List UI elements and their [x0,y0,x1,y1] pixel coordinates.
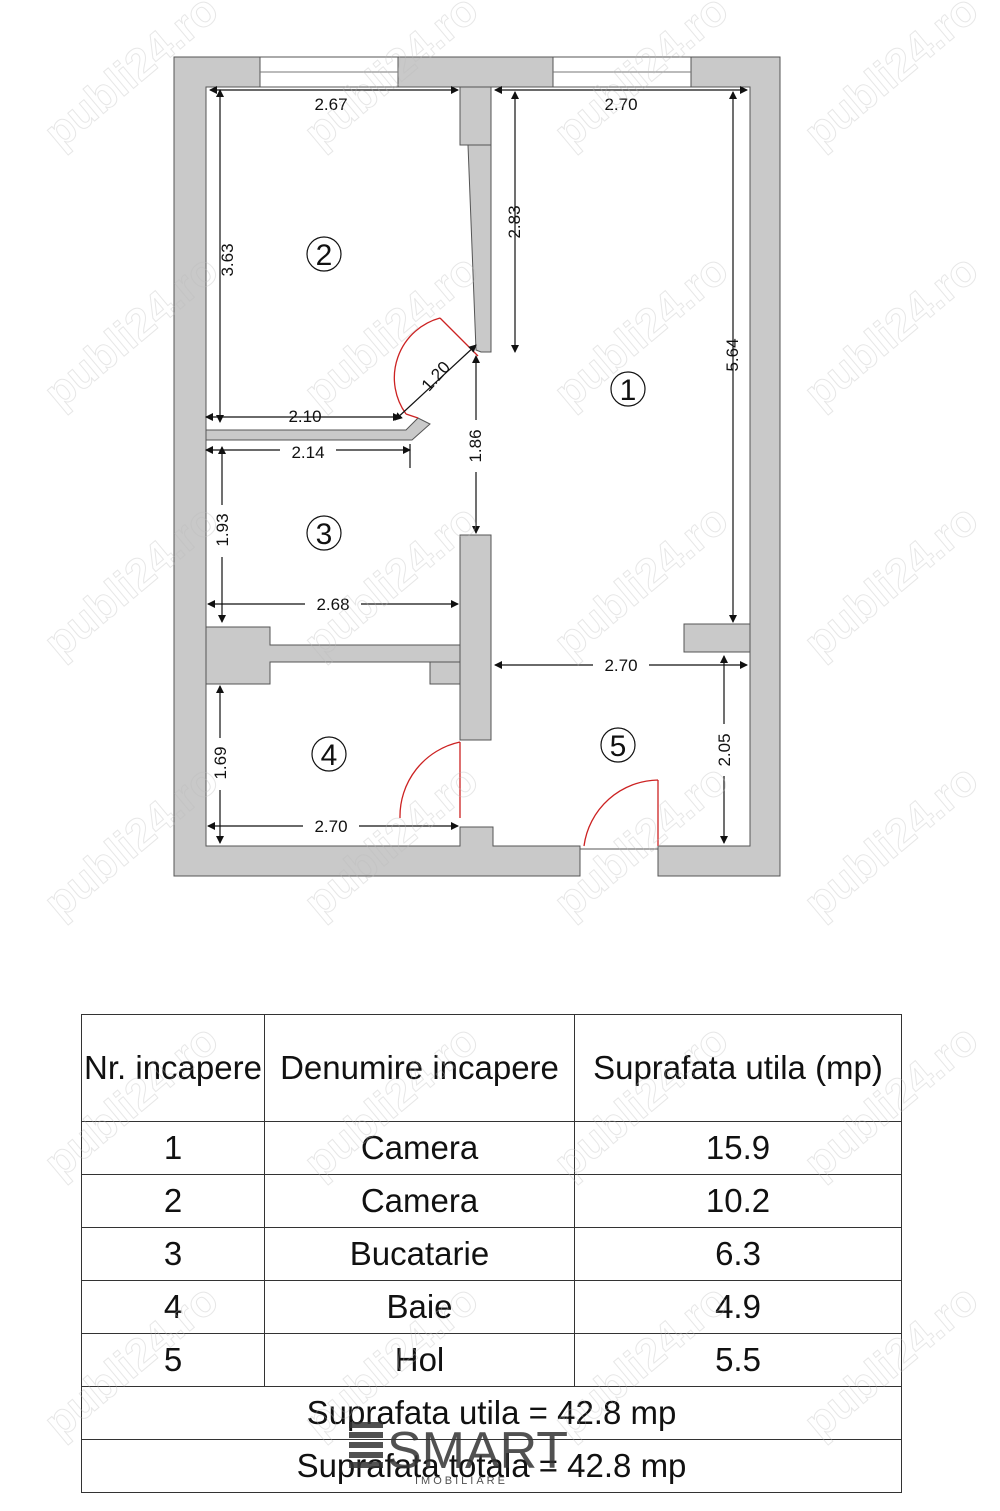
dim-room5-height: 2.05 [715,733,734,766]
row-area: 10.2 [574,1174,902,1228]
room-number-5: 5 [610,730,627,763]
room-number-3: 3 [316,518,333,551]
room-number-2: 2 [316,239,333,272]
useful-total: Suprafata utila = 42.8 mp [81,1386,902,1440]
row-nr: 3 [81,1227,265,1281]
row-name: Hol [264,1333,575,1387]
dim-room5-width: 2.70 [604,656,637,675]
table-header-row: Nr. incapere Denumire incapere Suprafata… [81,1014,902,1122]
dim-hall-depth: 1.86 [466,429,485,462]
room-number-1: 1 [620,374,637,407]
dim-room3-width-bottom: 2.68 [316,595,349,614]
wall-room4-top-stub [429,661,461,685]
room-number-4: 4 [321,739,338,772]
wall-room2-bottom [205,417,431,441]
dim-room3-width-top: 2.14 [291,443,324,462]
walls [173,56,781,877]
dim-room4-height: 1.69 [211,746,230,779]
header-nr: Nr. incapere [81,1014,265,1122]
wall-room2-right-slant [460,144,492,353]
dim-room1-height: 5.64 [723,338,742,371]
dim-room2-height: 3.63 [218,243,237,276]
row-name: Baie [264,1280,575,1334]
row-nr: 4 [81,1280,265,1334]
door-entrance [583,779,659,847]
header-area: Suprafata utila (mp) [574,1014,902,1122]
row-area: 15.9 [574,1121,902,1175]
table-row: 4 Baie 4.9 [81,1280,902,1334]
row-area: 4.9 [574,1280,902,1334]
table-row: 5 Hol 5.5 [81,1333,902,1387]
row-nr: 5 [81,1333,265,1387]
dim-room1-upper-height: 2.83 [505,205,524,238]
row-name: Bucatarie [264,1227,575,1281]
row-nr: 2 [81,1174,265,1228]
dim-room1-width-top: 2.70 [604,95,637,114]
doors [393,317,659,847]
header-name: Denumire incapere [264,1014,575,1122]
table-row: 3 Bucatarie 6.3 [81,1227,902,1281]
row-area: 5.5 [574,1333,902,1387]
useful-total-row: Suprafata utila = 42.8 mp [81,1386,902,1440]
area-table: Nr. incapere Denumire incapere Suprafata… [81,1014,902,1493]
dimension-labels: 2.67 2.70 3.63 2.83 5.64 1.20 2.10 2.14 … [210,94,742,836]
row-nr: 1 [81,1121,265,1175]
dim-room2-width-top: 2.67 [314,95,347,114]
room-numbers: 1 2 3 4 5 [306,236,646,772]
wall-room2-right [459,86,492,146]
table-row: 1 Camera 15.9 [81,1121,902,1175]
outer-wall [173,56,781,877]
row-name: Camera [264,1174,575,1228]
row-area: 6.3 [574,1227,902,1281]
dim-room2-width-bottom: 2.10 [288,407,321,426]
dim-room4-width: 2.70 [314,817,347,836]
floor-plan: 2.67 2.70 3.63 2.83 5.64 1.20 2.10 2.14 … [173,56,781,877]
wall-hall-stub [683,623,751,653]
row-name: Camera [264,1121,575,1175]
table-row: 2 Camera 10.2 [81,1174,902,1228]
door-room4 [399,741,461,819]
wall-room3-right [459,534,492,741]
dim-door-width: 1.20 [418,358,454,395]
windows [259,56,692,88]
total-area: Suprafata totala = 42.8 mp [81,1439,902,1493]
wall-room3-bottom [205,626,461,685]
dim-room3-height: 1.93 [213,513,232,546]
total-row: Suprafata totala = 42.8 mp [81,1439,902,1493]
